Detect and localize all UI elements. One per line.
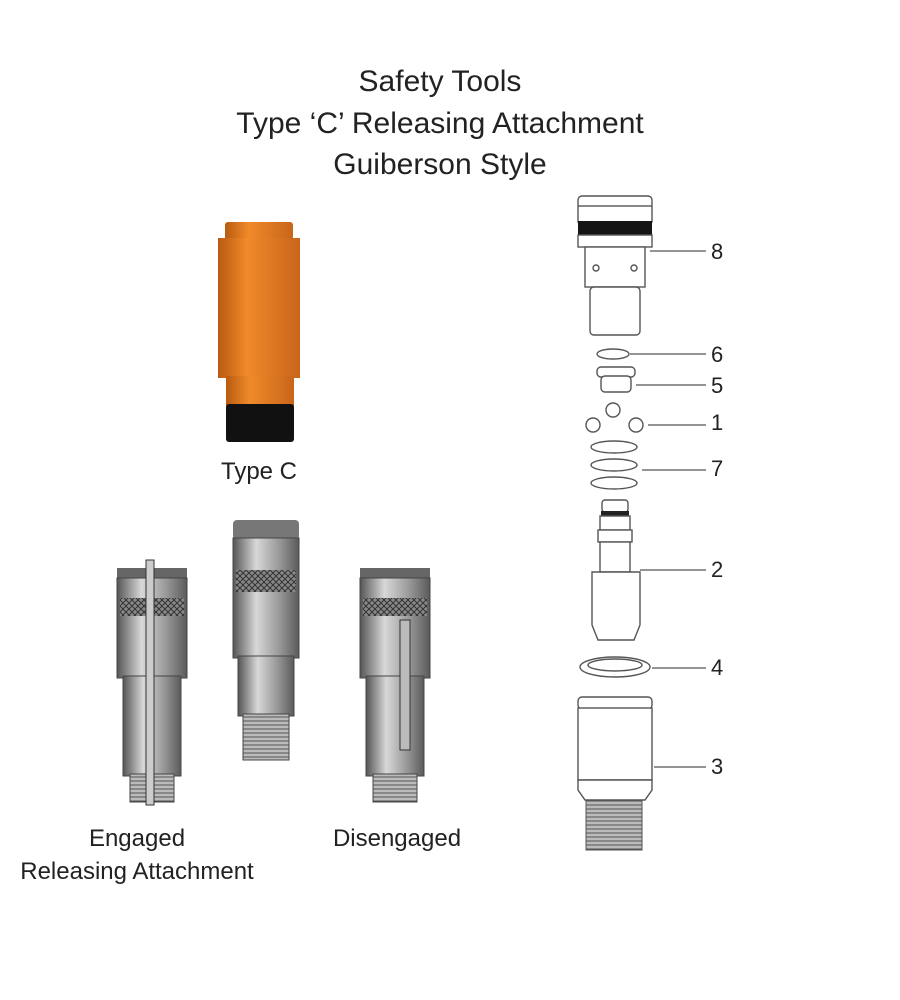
- engaged-caption-line-1: Engaged: [89, 825, 185, 852]
- part-5-bushing: [596, 366, 636, 393]
- part-label-8: 8: [711, 239, 723, 264]
- type-c-tool-photo: [218, 222, 300, 442]
- part-3-bottom-sub: [577, 696, 653, 851]
- title-line-3: Guiberson Style: [333, 148, 546, 181]
- disengaged-tool-illustration: [359, 568, 431, 803]
- disengaged-caption: Disengaged: [333, 825, 461, 852]
- type-c-caption: Type C: [221, 458, 297, 485]
- engaged-caption-line-2: Releasing Attachment: [20, 858, 254, 885]
- engaged-tool-illustration: [116, 559, 188, 806]
- exploded-parts-view: [577, 195, 706, 851]
- assembled-tool-illustration: [232, 520, 300, 761]
- part-4-ring: [579, 656, 651, 678]
- part-label-1: 1: [711, 410, 723, 435]
- part-7-spring: [590, 440, 638, 490]
- part-label-3: 3: [711, 754, 723, 779]
- part-label-2: 2: [711, 557, 723, 582]
- part-label-4: 4: [711, 655, 723, 680]
- title-line-2: Type ‘C’ Releasing Attachment: [236, 107, 644, 140]
- part-label-7: 7: [711, 456, 723, 481]
- part-label-5: 5: [711, 373, 723, 398]
- part-6-snap-ring: [596, 348, 630, 360]
- part-1-balls: [585, 402, 644, 433]
- title-line-1: Safety Tools: [359, 65, 522, 98]
- part-label-6: 6: [711, 342, 723, 367]
- part-2-mandrel: [591, 499, 641, 641]
- part-8-top-sub: [577, 195, 653, 336]
